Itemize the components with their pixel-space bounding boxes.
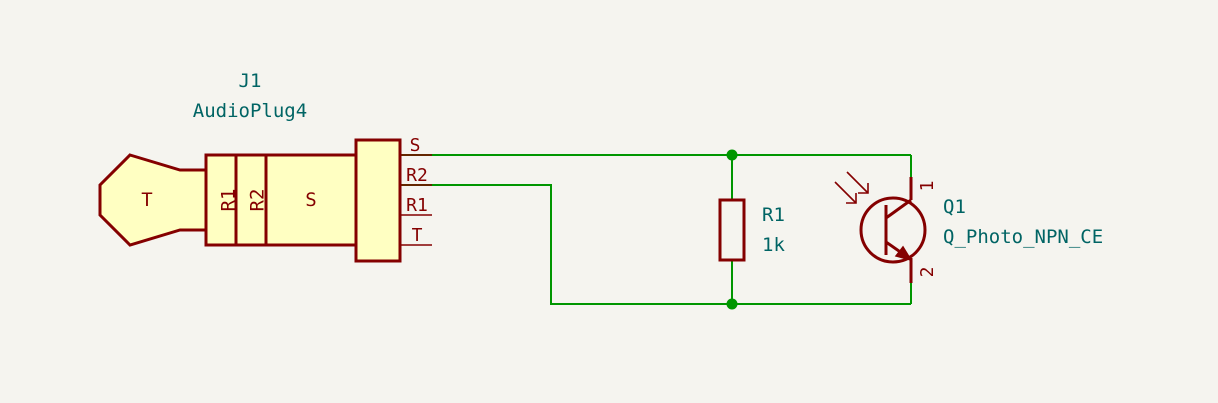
q1-light-arrows	[834, 171, 869, 204]
q1-pin2-label: 2	[917, 267, 938, 278]
junction-bottom	[726, 298, 738, 310]
j1-ring1-label: R1	[218, 189, 240, 212]
j1-pin-s-label: S	[410, 135, 421, 156]
wire-ring2-net	[400, 184, 911, 305]
r1-body	[718, 198, 746, 262]
j1-reference: J1	[239, 70, 262, 92]
q1-emitter-arrow	[894, 245, 913, 262]
j1-sleeve-segment	[264, 153, 358, 247]
q1-envelope	[859, 196, 927, 264]
j1-connector-body	[354, 138, 402, 263]
q1-collector-lead	[885, 198, 912, 220]
r1-resistor[interactable]: R1 1k	[718, 198, 785, 262]
j1-pin-r2-label: R2	[406, 165, 428, 186]
j1-tip-segment	[98, 153, 208, 247]
j1-value: AudioPlug4	[193, 100, 307, 122]
q1-pin1-label: 1	[917, 181, 938, 192]
junction-top	[726, 149, 738, 161]
wires	[400, 149, 912, 310]
j1-sleeve-label: S	[305, 189, 316, 211]
q1-phototransistor[interactable]: 1 2 Q1 Q_Photo_NPN_CE	[834, 171, 1103, 283]
q1-value: Q_Photo_NPN_CE	[943, 226, 1103, 248]
j1-pin-t-label: T	[412, 225, 423, 246]
q1-reference: Q1	[943, 196, 966, 218]
r1-value: 1k	[762, 234, 785, 256]
j1-tip-label: T	[141, 189, 152, 211]
r1-reference: R1	[762, 204, 785, 226]
j1-ring2-label: R2	[247, 189, 269, 212]
j1-pin-r1-label: R1	[406, 195, 428, 216]
j1-audio-plug[interactable]: J1 AudioPlug4 T R1 R2 S S R2 R1 T	[98, 70, 432, 263]
